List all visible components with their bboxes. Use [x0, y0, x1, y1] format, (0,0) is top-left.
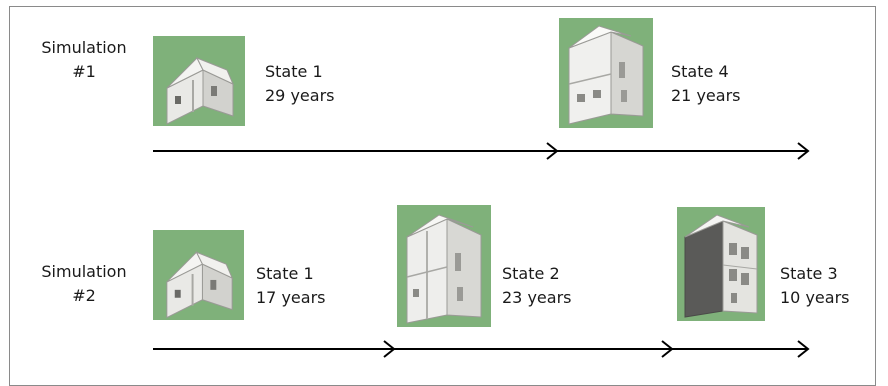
- building-two-storey-partial-icon: [406, 214, 482, 324]
- building-thumbnail-sim2-state2: [397, 205, 491, 327]
- state-label-sim2-state2: State 2 23 years: [502, 262, 571, 310]
- state-label-sim1-state4: State 4 21 years: [671, 60, 740, 108]
- state-name: State 2: [502, 264, 560, 283]
- state-duration: 21 years: [671, 86, 741, 105]
- building-two-storey-icon: [568, 25, 644, 125]
- simulation-1-label: Simulation #1: [34, 36, 134, 84]
- state-duration: 10 years: [780, 288, 850, 307]
- building-three-storey-icon: [684, 214, 758, 318]
- state-label-sim2-state3: State 3 10 years: [780, 262, 849, 310]
- state-label-sim2-state1: State 1 17 years: [256, 262, 325, 310]
- diagram-frame: [9, 6, 876, 386]
- building-thumbnail-sim2-state1: [153, 230, 244, 320]
- simulation-2-label-line2: #2: [72, 286, 96, 305]
- state-name: State 1: [265, 62, 323, 81]
- state-name: State 3: [780, 264, 838, 283]
- building-thumbnail-sim2-state3: [677, 207, 765, 321]
- state-name: State 4: [671, 62, 729, 81]
- state-name: State 1: [256, 264, 314, 283]
- state-duration: 17 years: [256, 288, 326, 307]
- building-shell-icon: [166, 57, 234, 125]
- simulation-1-label-line2: #1: [72, 62, 96, 81]
- state-duration: 23 years: [502, 288, 572, 307]
- simulation-1-label-line1: Simulation: [41, 38, 127, 57]
- building-shell-icon: [166, 251, 234, 319]
- building-thumbnail-sim1-state1: [153, 36, 245, 126]
- state-label-sim1-state1: State 1 29 years: [265, 60, 334, 108]
- simulation-2-label-line1: Simulation: [41, 262, 127, 281]
- simulation-2-label: Simulation #2: [34, 260, 134, 308]
- state-duration: 29 years: [265, 86, 335, 105]
- building-thumbnail-sim1-state4: [559, 18, 653, 128]
